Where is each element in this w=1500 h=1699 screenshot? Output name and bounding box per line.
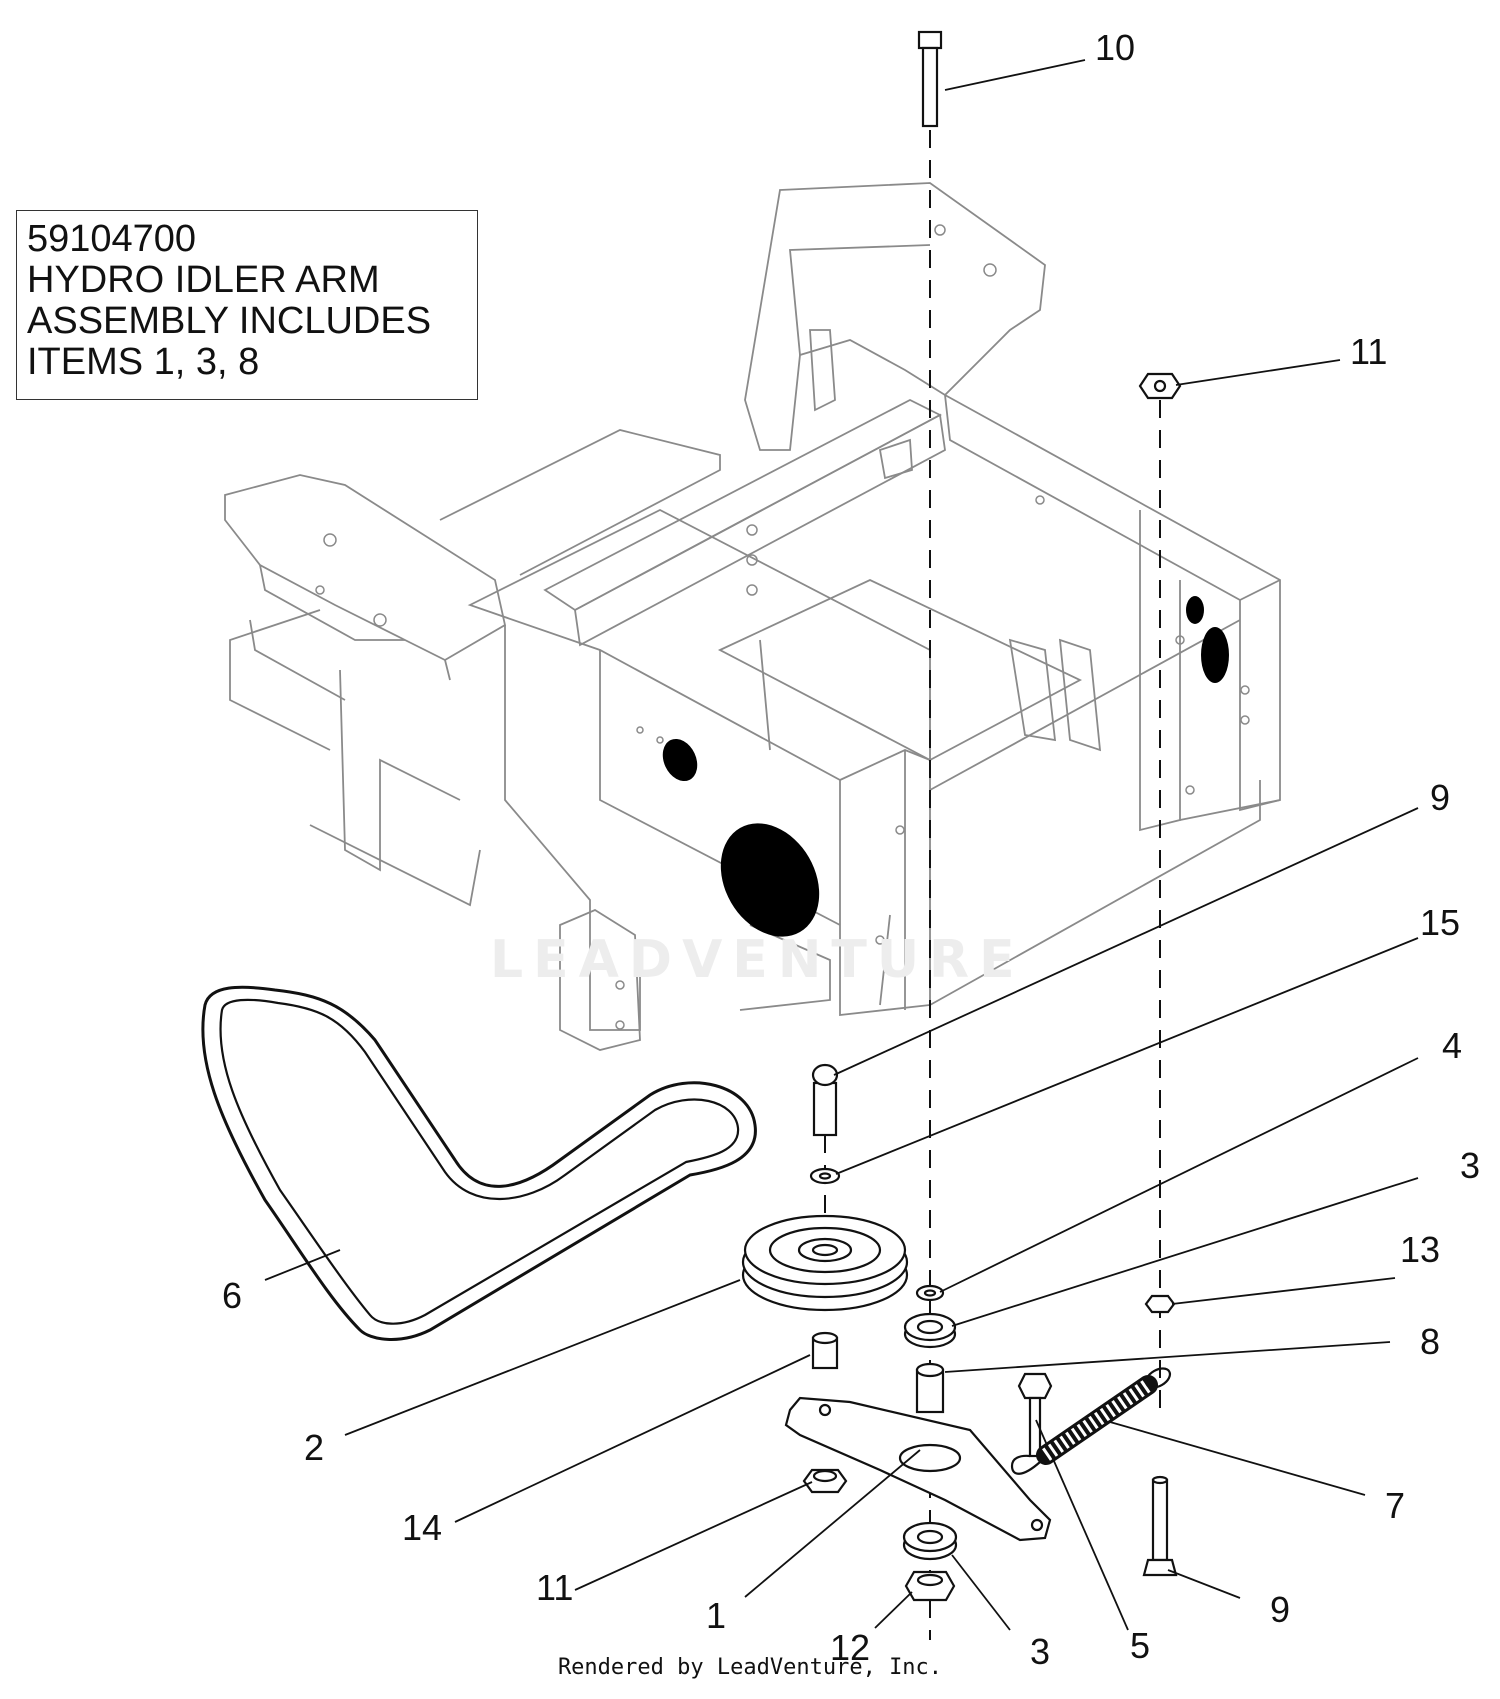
callout-2: 2 [304, 1427, 324, 1468]
callout-3-bottom: 3 [1030, 1631, 1050, 1672]
callout-12: 12 [830, 1627, 870, 1668]
nut-12 [904, 1570, 956, 1602]
idler-arm-1 [784, 1396, 1052, 1542]
mower-frame [224, 182, 1281, 1051]
note-line-4: ITEMS 1, 3, 8 [27, 341, 260, 383]
leader-lines [264, 59, 1419, 1631]
callout-7: 7 [1385, 1485, 1405, 1526]
callout-14: 14 [402, 1507, 442, 1548]
nut-11-bottom [802, 1468, 848, 1494]
spacer-14 [811, 1331, 839, 1370]
callout-4: 4 [1442, 1025, 1462, 1066]
bolt-10 [917, 30, 943, 128]
nut-13 [1144, 1294, 1176, 1314]
washer-4 [915, 1284, 945, 1302]
assembly-note-box: 59104700 HYDRO IDLER ARM ASSEMBLY INCLUD… [16, 210, 478, 400]
callout-13: 13 [1400, 1229, 1440, 1270]
callout-labels: 10 11 9 15 4 3 13 8 7 9 6 2 14 11 1 12 3… [222, 27, 1480, 1672]
watermark-text: LEADVENTURE [490, 930, 1025, 990]
callout-5: 5 [1130, 1625, 1150, 1666]
callout-11-top: 11 [1350, 331, 1387, 372]
bearing-3-top [903, 1312, 957, 1349]
callout-6: 6 [222, 1275, 242, 1316]
idler-pulley-2 [741, 1214, 909, 1312]
nut-11-top [1138, 372, 1182, 400]
note-part-number: 59104700 [27, 218, 197, 260]
washer-15 [809, 1167, 841, 1185]
callout-9-top: 9 [1430, 777, 1450, 818]
spacer-8 [915, 1362, 945, 1414]
drive-belt-6 [201, 985, 757, 1341]
callout-9-bottom: 9 [1270, 1589, 1290, 1630]
callout-15: 15 [1420, 902, 1460, 943]
bearing-3-bottom [902, 1521, 958, 1561]
bolt-9-bottom [1142, 1475, 1178, 1577]
callout-1: 1 [706, 1595, 726, 1636]
callout-3-top: 3 [1460, 1145, 1480, 1186]
callout-10: 10 [1095, 27, 1135, 68]
note-line-2: HYDRO IDLER ARM [27, 259, 380, 301]
note-line-3: ASSEMBLY INCLUDES [27, 300, 432, 342]
render-credit-footer: Rendered by LeadVenture, Inc. [557, 1655, 943, 1680]
pin-9 [811, 1063, 839, 1137]
callout-8: 8 [1420, 1321, 1440, 1362]
spring-7 [1010, 1367, 1172, 1475]
callout-11-bottom: 11 [536, 1567, 573, 1608]
